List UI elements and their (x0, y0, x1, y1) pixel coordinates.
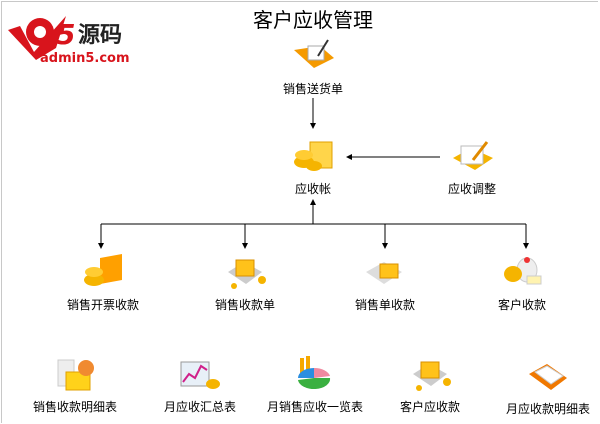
node-sales-invoice-receipt[interactable]: 销售开票收款 (43, 254, 163, 313)
report-book-icon (52, 356, 98, 392)
page-title: 客户应收管理 (253, 8, 373, 32)
delivery-folder-icon (290, 38, 336, 74)
report-customer-receivable[interactable]: 客户应收款 (370, 356, 490, 415)
cash-box-icon (407, 356, 453, 392)
report-monthly-receivable-detail[interactable]: 月应收款明细表 (488, 358, 600, 417)
adjust-document-icon (449, 138, 495, 174)
pie-chart-icon (292, 356, 338, 392)
svg-text:源码: 源码 (78, 23, 122, 48)
svg-text:5: 5 (56, 18, 75, 51)
report-sales-receipt-detail[interactable]: 销售收款明细表 (15, 356, 135, 415)
coins-laptop-icon (80, 254, 126, 290)
node-sales-delivery[interactable]: 销售送货单 (253, 38, 373, 97)
node-receivable-account[interactable]: 应收帐 (253, 138, 373, 197)
orange-folder-icon (525, 358, 571, 394)
node-receivable-adjust[interactable]: 应收调整 (412, 138, 532, 197)
svg-text:admin5.com: admin5.com (40, 51, 130, 64)
node-sales-receipt-note[interactable]: 销售收款单 (185, 254, 305, 313)
report-monthly-sales-receivable-overview[interactable]: 月销售应收一览表 (255, 356, 375, 415)
report-monthly-receivable-summary[interactable]: 月应收汇总表 (140, 356, 260, 415)
money-bag-icon (499, 254, 545, 290)
cash-box-icon (362, 254, 408, 290)
cash-box-icon (222, 254, 268, 290)
node-customer-receipt[interactable]: 客户收款 (462, 254, 582, 313)
admin5-logo: 5 源码 admin5.com (6, 8, 146, 66)
node-sales-order-receipt[interactable]: 销售单收款 (325, 254, 445, 313)
coins-laptop-icon (290, 138, 336, 174)
line-chart-coins-icon (177, 356, 223, 392)
